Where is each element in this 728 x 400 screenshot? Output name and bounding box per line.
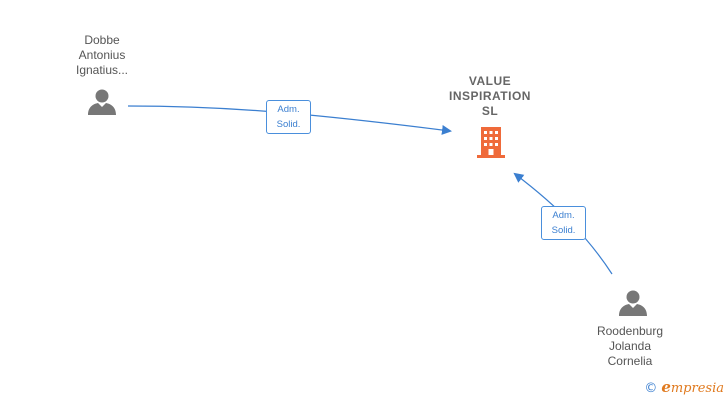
copyright-icon: © <box>644 381 658 396</box>
relation-badge-person1[interactable]: Adm. Solid. <box>266 100 311 134</box>
company-name-line2: INSPIRATION <box>449 89 531 103</box>
brand-logo-initial: e <box>661 378 671 396</box>
brand-logo-text: mpresia <box>670 381 724 396</box>
person1-name-line1: Dobbe <box>84 33 120 47</box>
relation-badge-person2[interactable]: Adm. Solid. <box>541 206 586 240</box>
relation-badge-person2-line1: Adm. <box>552 210 575 221</box>
relation-badge-person1-line2: Solid. <box>276 119 301 130</box>
company-name-line3: SL <box>481 104 499 118</box>
person2-name-line3: Cornelia <box>607 354 653 368</box>
person1-name[interactable]: Dobbe Antonius Ignatius... <box>62 33 142 78</box>
brand-footer[interactable]: ©empresia <box>644 378 724 396</box>
person1-name-line3: Ignatius... <box>75 63 129 77</box>
person2-name-line2: Jolanda <box>608 339 652 353</box>
relation-badge-person2-line2: Solid. <box>551 225 576 236</box>
building-icon[interactable] <box>477 127 505 158</box>
person2-name[interactable]: Roodenburg Jolanda Cornelia <box>590 324 670 369</box>
company-name[interactable]: VALUE INSPIRATION SL <box>440 74 540 119</box>
person2-icon[interactable] <box>619 290 647 317</box>
person1-icon[interactable] <box>88 89 116 116</box>
person1-name-line2: Antonius <box>78 48 126 62</box>
relation-badge-person1-line1: Adm. <box>277 104 300 115</box>
company-name-line1: VALUE <box>468 74 512 88</box>
person2-name-line1: Roodenburg <box>596 324 664 338</box>
